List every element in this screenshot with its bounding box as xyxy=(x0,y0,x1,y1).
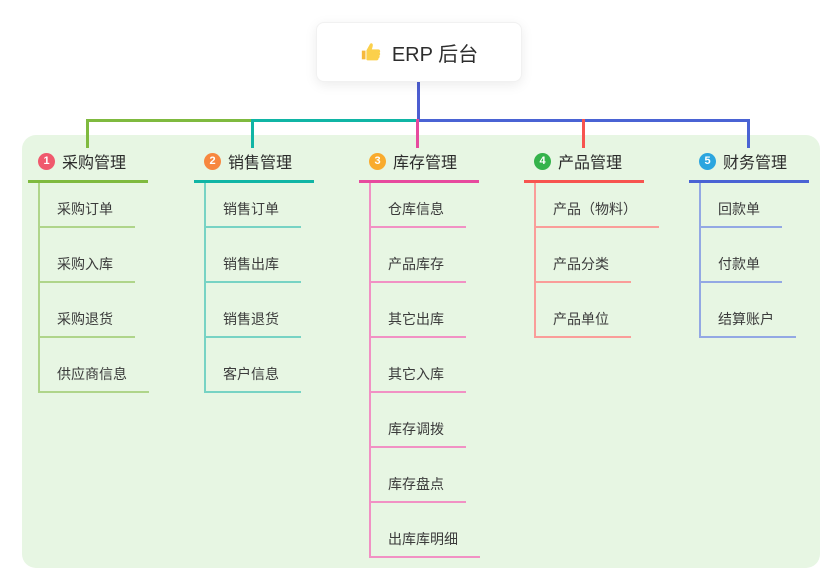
mindmap-node[interactable]: 库存调拨 xyxy=(371,393,466,448)
branch-topic[interactable]: 4 产品管理 xyxy=(524,148,644,183)
drop-line-branch-1 xyxy=(86,119,89,148)
drop-line-branch-3 xyxy=(416,119,419,148)
mindmap-node[interactable]: 产品（物料） xyxy=(536,183,659,228)
branch-topic-label: 产品管理 xyxy=(558,155,623,172)
connector-branch-1 xyxy=(86,119,253,122)
branch-items: 销售订单 销售出库 销售退货 客户信息 xyxy=(204,183,324,393)
branch-index-badge: 5 xyxy=(699,152,716,170)
branch-finance: 5 财务管理 回款单 付款单 结算账户 xyxy=(689,148,819,338)
branch-purchase: 1 采购管理 采购订单 采购入库 采购退货 供应商信息 xyxy=(28,148,158,393)
branch-topic[interactable]: 5 财务管理 xyxy=(689,148,809,183)
branch-index-badge: 1 xyxy=(38,152,55,170)
mindmap-node[interactable]: 采购入库 xyxy=(40,228,135,283)
mindmap-node[interactable]: 销售出库 xyxy=(206,228,301,283)
drop-line-branch-4 xyxy=(582,119,585,148)
branch-topic-label: 采购管理 xyxy=(62,155,127,172)
branch-topic-label: 财务管理 xyxy=(723,155,788,172)
mindmap-node[interactable]: 供应商信息 xyxy=(40,338,149,393)
mindmap-node[interactable]: 产品分类 xyxy=(536,228,631,283)
branch-items: 采购订单 采购入库 采购退货 供应商信息 xyxy=(38,183,158,393)
branch-topic[interactable]: 2 销售管理 xyxy=(194,148,314,183)
drop-line-branch-2 xyxy=(251,119,254,148)
branch-items: 回款单 付款单 结算账户 xyxy=(699,183,819,338)
mindmap-node[interactable]: 采购订单 xyxy=(40,183,135,228)
root-node[interactable]: ERP 后台 xyxy=(316,22,522,82)
mindmap-node[interactable]: 销售退货 xyxy=(206,283,301,338)
branch-topic-label: 销售管理 xyxy=(228,155,293,172)
mindmap-node[interactable]: 出库库明细 xyxy=(371,503,480,558)
mindmap-node[interactable]: 仓库信息 xyxy=(371,183,466,228)
branch-items: 产品（物料） 产品分类 产品单位 xyxy=(534,183,659,338)
mindmap-node[interactable]: 产品库存 xyxy=(371,228,466,283)
thumbs-up-icon xyxy=(360,41,382,63)
connector-branch-2 xyxy=(252,119,418,122)
mindmap-node[interactable]: 其它入库 xyxy=(371,338,466,393)
mindmap-node[interactable]: 销售订单 xyxy=(206,183,301,228)
branch-index-badge: 4 xyxy=(534,152,551,170)
root-node-label: ERP 后台 xyxy=(391,43,479,66)
mindmap-node[interactable]: 客户信息 xyxy=(206,338,301,393)
branch-index-badge: 2 xyxy=(204,152,221,170)
mindmap-node[interactable]: 付款单 xyxy=(701,228,782,283)
drop-line-branch-5 xyxy=(747,119,750,148)
branch-sales: 2 销售管理 销售订单 销售出库 销售退货 客户信息 xyxy=(194,148,324,393)
branch-topic[interactable]: 1 采购管理 xyxy=(28,148,148,183)
mindmap-node[interactable]: 结算账户 xyxy=(701,283,796,338)
root-connector-line xyxy=(417,82,420,122)
branches-panel xyxy=(22,135,820,568)
mindmap-node[interactable]: 采购退货 xyxy=(40,283,135,338)
branch-topic-label: 库存管理 xyxy=(393,155,458,172)
branch-topic[interactable]: 3 库存管理 xyxy=(359,148,479,183)
mindmap-node[interactable]: 产品单位 xyxy=(536,283,631,338)
branch-items: 仓库信息 产品库存 其它出库 其它入库 库存调拨 库存盘点 出库库明细 xyxy=(369,183,489,558)
mindmap-node[interactable]: 回款单 xyxy=(701,183,782,228)
branch-product: 4 产品管理 产品（物料） 产品分类 产品单位 xyxy=(524,148,659,338)
branch-index-badge: 3 xyxy=(369,152,386,170)
branch-inventory: 3 库存管理 仓库信息 产品库存 其它出库 其它入库 库存调拨 库存盘点 出库库… xyxy=(359,148,489,558)
mindmap-node[interactable]: 其它出库 xyxy=(371,283,466,338)
mindmap-node[interactable]: 库存盘点 xyxy=(371,448,466,503)
